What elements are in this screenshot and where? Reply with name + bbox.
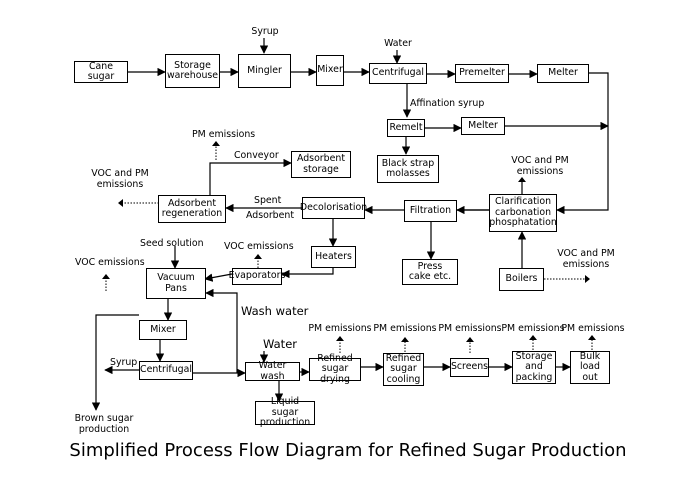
label-voc-emissions-evap: VOC emissions — [224, 241, 294, 252]
node-decolorisation: Decolorisation — [300, 197, 367, 219]
emission-arrowhead — [118, 199, 123, 207]
label-pm-emissions-bulk: PM emissions — [561, 323, 625, 334]
label-adsorbent: Adsorbent — [246, 210, 295, 221]
emission-arrowhead — [518, 177, 526, 182]
node-refined-sugar-cooling: Refined sugar cooling — [383, 353, 424, 386]
node-storage-packing: Storage and packing — [512, 351, 556, 384]
diagram-title: Simplified Process Flow Diagram for Refi… — [69, 440, 627, 461]
node-adsorbent-storage: Adsorbent storage — [291, 151, 351, 178]
label-affination-syrup: Affination syrup — [410, 98, 485, 109]
node-centrifugal-top: Centrifugal — [369, 63, 427, 84]
emission-arrowhead — [212, 141, 220, 146]
node-heaters: Heaters — [311, 246, 356, 268]
label-voc-pm-boilers: VOC and PM emissions — [557, 248, 615, 270]
node-filtration: Filtration — [404, 200, 457, 222]
node-refined-sugar-drying: Refined sugar drying — [309, 353, 361, 385]
label-pm-emissions-drying: PM emissions — [308, 323, 372, 334]
node-melter-mid: Melter — [461, 117, 505, 135]
flow-arrow — [556, 72, 609, 215]
label-brown-sugar-production: Brown sugar production — [74, 413, 134, 435]
node-cane-sugar: Cane sugar — [74, 61, 128, 83]
node-melter-top: Melter — [537, 64, 589, 83]
label-syrup-low: Syrup — [110, 357, 138, 368]
node-press-cake: Press cake etc. — [402, 259, 458, 285]
flow-arrow — [204, 273, 233, 282]
node-clarification: Clarification carbonation phosphatation — [489, 194, 557, 232]
label-conveyor: Conveyor — [234, 150, 279, 161]
node-remelt: Remelt — [387, 119, 425, 137]
node-mixer-top: Mixer — [316, 55, 344, 86]
label-water-low: Water — [263, 337, 297, 351]
node-liquid-sugar-production: Liquid sugar production — [255, 397, 315, 428]
flow-arrow — [281, 268, 334, 279]
label-pm-emissions-cooling: PM emissions — [373, 323, 437, 334]
emission-arrowhead — [529, 335, 537, 340]
flow-arrow — [91, 314, 139, 411]
label-voc-emissions-vacuum: VOC emissions — [75, 257, 145, 268]
emission-arrowhead — [585, 275, 590, 283]
node-centrifugal-low: Centrifugal — [139, 361, 193, 380]
label-voc-pm-clarification: VOC and PM emissions — [511, 155, 569, 177]
emission-arrowhead — [102, 274, 110, 279]
label-spent: Spent — [254, 195, 282, 206]
flow-arrow — [205, 288, 238, 373]
emission-arrowhead — [254, 254, 262, 259]
node-storage-warehouse: Storage warehouse — [165, 54, 220, 88]
node-mixer-low: Mixer — [139, 320, 187, 340]
node-mingler: Mingler — [238, 54, 291, 88]
label-wash-water: Wash water — [241, 304, 309, 318]
flow-arrow — [209, 158, 292, 195]
label-seed-solution: Seed solution — [140, 238, 204, 249]
node-adsorbent-regeneration: Adsorbent regeneration — [158, 195, 226, 223]
emission-arrowhead — [466, 337, 474, 342]
node-boilers: Boilers — [499, 268, 544, 291]
emission-arrowhead — [401, 337, 409, 342]
label-water-top: Water — [384, 38, 412, 49]
label-syrup-top: Syrup — [251, 26, 279, 37]
node-water-wash: Water wash — [245, 360, 300, 381]
emission-arrowhead — [588, 335, 596, 340]
node-screens: Screens — [450, 358, 489, 377]
label-voc-pm-regen: VOC and PM emissions — [91, 168, 149, 190]
node-premelter: Premelter — [455, 64, 509, 83]
node-bulk-load-out: Bulk load out — [570, 351, 610, 384]
node-black-strap-molasses: Black strap molasses — [377, 155, 439, 183]
emission-arrowhead — [336, 336, 344, 341]
label-pm-emissions-storage: PM emissions — [501, 323, 565, 334]
node-evaporators: Evaporators — [229, 268, 285, 285]
label-pm-emissions-conveyor: PM emissions — [192, 129, 256, 140]
label-pm-emissions-screens: PM emissions — [438, 323, 502, 334]
node-vacuum-pans: Vacuum Pans — [146, 268, 206, 299]
